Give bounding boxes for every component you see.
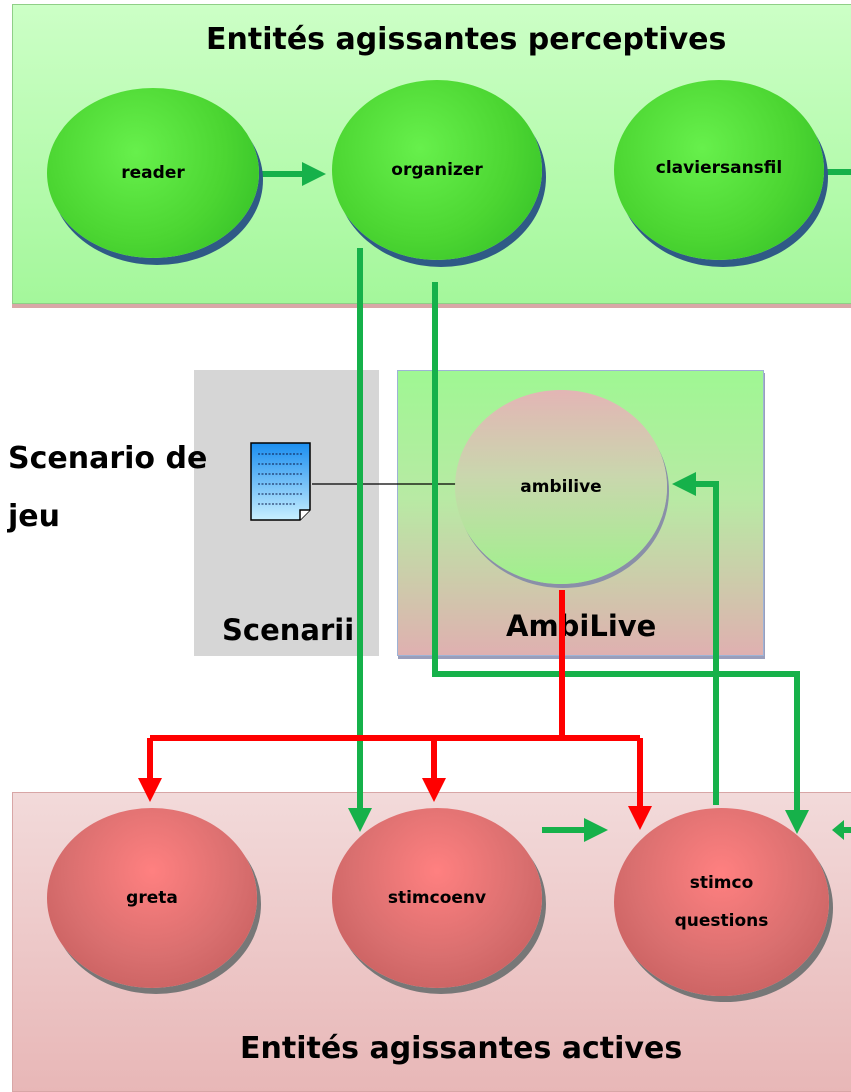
arrow-in-head — [832, 820, 844, 840]
document-icon[interactable] — [248, 440, 314, 522]
node-ambilive-label: ambilive — [520, 477, 602, 497]
node-questions-label: questions — [674, 911, 769, 931]
node-stimco-label: stimco — [689, 873, 754, 893]
ambilive-title: AmbiLive — [506, 609, 657, 643]
node-greta-label: greta — [126, 888, 178, 908]
arrow-organizer-stimcoquestions — [432, 282, 809, 834]
node-stimcoenv[interactable]: stimcoenv — [332, 808, 542, 988]
node-claviersansfil-label: claviersansfil — [655, 158, 783, 178]
node-ambilive[interactable]: ambilive — [455, 390, 667, 584]
node-reader-label: reader — [121, 163, 185, 183]
node-organizer-label: organizer — [391, 160, 483, 180]
node-stimcoenv-label: stimcoenv — [387, 888, 487, 908]
active-entities-title: Entités agissantes actives — [240, 1031, 683, 1066]
node-organizer[interactable]: organizer — [332, 80, 542, 260]
scenario-de-jeu-label: Scenario de jeu — [8, 441, 208, 534]
perceptive-entities-title: Entités agissantes perceptives — [206, 22, 727, 57]
node-reader[interactable]: reader — [47, 88, 259, 258]
node-stimco-questions[interactable]: stimco questions — [614, 808, 829, 996]
node-greta[interactable]: greta — [47, 808, 257, 988]
scenarii-title: Scenarii — [222, 613, 355, 647]
node-claviersansfil[interactable]: claviersansfil — [614, 80, 824, 260]
arrow-stimcoquestions-ambilive — [672, 472, 719, 805]
